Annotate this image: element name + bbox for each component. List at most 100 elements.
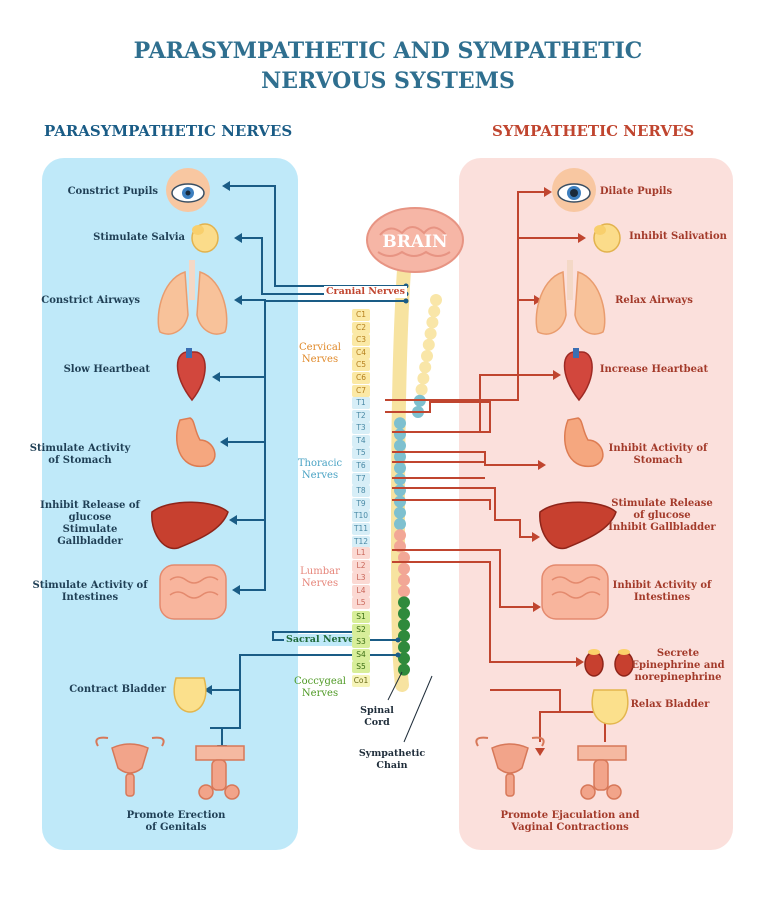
symp-effect-inhibit-salivation: Inhibit Salivation — [629, 231, 727, 242]
para-stomach-icon — [176, 417, 216, 467]
vertebra-lumbar: L4 — [352, 584, 370, 597]
para-female-reproductive-icon — [95, 736, 165, 797]
brain-icon: BRAIN — [366, 207, 464, 273]
diagram-title-line2: NERVOUS SYSTEMS — [261, 68, 515, 94]
sacral-nerves-label: Sacral Nerves — [284, 634, 362, 646]
symp-eye-icon — [552, 168, 596, 212]
chain-ganglion — [398, 663, 410, 676]
vertebra-thoracic: T7 — [352, 472, 370, 485]
para-effect-contract-bladder: Contract Bladder — [69, 684, 166, 695]
chain-ganglion — [394, 506, 406, 519]
symp-salivary-gland-icon — [593, 223, 621, 253]
sympathetic-heading: SYMPATHETIC NERVES — [492, 122, 695, 140]
vertebra-sacral: S5 — [352, 661, 370, 674]
vertebra-cervical: C6 — [352, 372, 370, 384]
symp-intestines-icon — [541, 564, 609, 620]
chain-ganglion — [394, 417, 406, 430]
vertebra-thoracic: T4 — [352, 434, 370, 447]
chain-ganglion — [430, 294, 442, 306]
chain-ganglion — [398, 585, 410, 598]
chain-ganglion — [417, 372, 430, 385]
chain-ganglion — [421, 350, 433, 362]
para-heart-icon — [176, 348, 206, 402]
parasympathetic-heading: PARASYMPATHETIC NERVES — [44, 122, 293, 140]
chain-ganglion — [398, 618, 410, 631]
chain-ganglion — [394, 439, 406, 452]
symp-effect-relax-airways: Relax Airways — [615, 295, 693, 306]
chain-ganglion — [394, 518, 406, 530]
chain-ganglion — [394, 484, 406, 497]
vertebra-cervical: C4 — [352, 346, 370, 359]
vertebra-coccygeal: Co1 — [352, 675, 370, 687]
chain-ganglion — [398, 562, 410, 575]
symp-effect-dilate-pupils: Dilate Pupils — [599, 186, 673, 197]
cranial-nerves-label: Cranial Nerves — [324, 286, 407, 298]
para-effect-constrict-pupils: Constrict Pupils — [67, 186, 158, 197]
vertebra-thoracic: T6 — [352, 460, 370, 472]
vertebra-cervical: C3 — [352, 334, 370, 347]
vertebra-thoracic: T11 — [352, 523, 370, 535]
parasympathetic-nerve-paths — [210, 185, 406, 745]
vertebra-lumbar: L3 — [352, 572, 370, 585]
chain-ganglion — [419, 361, 432, 374]
sympathetic-chain — [394, 294, 442, 676]
chain-ganglion — [426, 316, 439, 329]
chain-ganglion — [398, 607, 410, 620]
vertebra-thoracic: T5 — [352, 447, 370, 460]
symp-male-reproductive-icon — [577, 745, 627, 800]
para-effect-stimulate-salvia: Stimulate Salvia — [93, 232, 185, 243]
chain-ganglion — [394, 473, 406, 486]
symp-bladder-icon — [591, 689, 629, 725]
vertebra-thoracic: T12 — [352, 535, 370, 548]
symp-kidneys-icon — [584, 649, 634, 677]
vertebra-sacral: S3 — [352, 636, 370, 649]
para-male-reproductive-icon — [195, 745, 245, 800]
chain-ganglion — [394, 428, 406, 441]
vertebra-sacral: S1 — [352, 611, 370, 623]
parasympathetic-origin-dots — [395, 283, 409, 658]
vertebra-thoracic: T2 — [352, 409, 370, 422]
para-effect-slow-heartbeat: Slow Heartbeat — [63, 364, 150, 375]
para-eye-icon — [166, 168, 210, 212]
symp-liver-icon — [539, 501, 617, 550]
parasympathetic-arrowheads — [204, 181, 242, 753]
vertebra-thoracic: T3 — [352, 422, 370, 435]
para-salivary-gland-icon — [191, 223, 219, 253]
symp-female-reproductive-icon — [475, 736, 545, 797]
vertebra-lumbar: L5 — [352, 597, 370, 610]
chain-ganglion — [398, 641, 410, 654]
diagram-title-line1: PARASYMPATHETIC AND SYMPATHETIC — [133, 38, 643, 64]
symp-stomach-icon — [564, 417, 604, 467]
chain-ganglion — [398, 630, 410, 642]
para-effect-constrict-airways: Constrict Airways — [41, 295, 140, 306]
para-lungs-icon — [157, 260, 228, 335]
para-intestines-icon — [159, 564, 227, 620]
chain-ganglion — [394, 462, 406, 474]
chain-ganglion — [422, 338, 435, 351]
chain-ganglion — [398, 596, 410, 609]
vertebra-sacral: S2 — [352, 623, 370, 636]
chain-ganglion — [394, 529, 406, 542]
vertebra-thoracic: T1 — [352, 397, 370, 409]
vertebra-cervical: C2 — [352, 321, 370, 334]
para-liver-icon — [151, 501, 229, 550]
chain-ganglion — [398, 551, 410, 564]
symp-effect-relax-bladder: Relax Bladder — [630, 699, 710, 710]
vertebra-thoracic: T10 — [352, 510, 370, 523]
chain-ganglion — [398, 652, 410, 665]
chain-ganglion — [398, 574, 410, 586]
vertebra-cervical: C7 — [352, 384, 370, 397]
brain-label: BRAIN — [382, 232, 447, 252]
